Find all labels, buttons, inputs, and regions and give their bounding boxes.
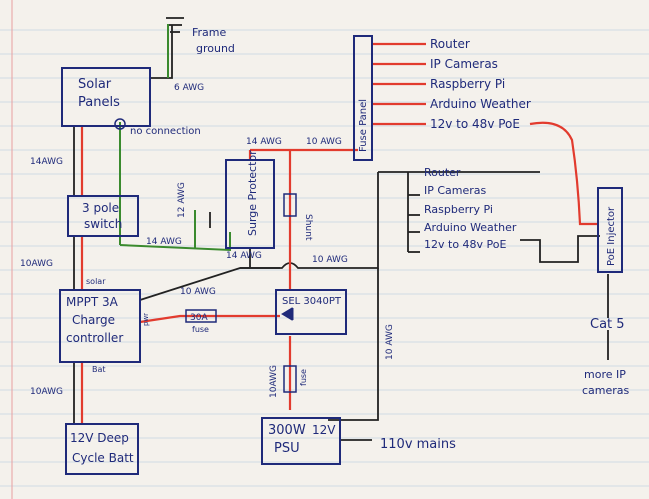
wire-label-14awg-top: 14 AWG [246, 137, 282, 147]
surge-protector-box [225, 159, 275, 249]
shunt-box [283, 193, 297, 217]
more-cameras-label: cameras [582, 384, 630, 397]
fuse-30a-label: fuse [192, 325, 209, 334]
wire-label-12awg: 12 AWG [177, 182, 187, 218]
poe-injector-box [597, 187, 623, 273]
battery-label: Cycle Batt [72, 451, 134, 465]
mains-label: 110v mains [380, 437, 456, 452]
bus-load-label: IP Cameras [424, 184, 487, 197]
surge-protector-label: Surge Protector [246, 150, 259, 236]
solar-panels-label: Panels [78, 95, 120, 110]
shunt-label: Shunt [303, 214, 313, 241]
no-connection-marker [114, 118, 126, 130]
diode-symbol [281, 307, 294, 321]
psu-label: 300W [268, 423, 306, 438]
fuse-load-label: IP Cameras [430, 57, 498, 71]
wire-label-14awg: 14AWG [30, 157, 63, 167]
psu-label: PSU [274, 441, 300, 456]
more-cameras-label: more IP [584, 368, 626, 381]
wires-green [119, 24, 231, 252]
wire-label-10awg-right: 10 AWG [312, 255, 348, 265]
wire-label-6awg: 6 AWG [174, 83, 204, 93]
frame-ground-label: ground [196, 42, 235, 55]
sel-box [275, 289, 347, 335]
mppt-label: Charge [72, 313, 115, 327]
frame-ground-label: Frame [192, 26, 227, 39]
battery-box [65, 423, 139, 475]
fuse-30a-label: 30A [190, 313, 208, 323]
mppt-label: MPPT 3A [66, 295, 119, 309]
wires-red [80, 42, 598, 424]
fuse-load-label: Router [430, 37, 470, 51]
mppt-bat-label: Bat [92, 365, 106, 374]
wire-label-10awg-bat: 10AWG [30, 387, 63, 397]
psu-voltage-label: 12V [312, 423, 336, 437]
psu-fuse-label: fuse [299, 369, 308, 386]
three-pole-switch-box [67, 195, 139, 237]
bus-load-label: Raspberry Pi [424, 203, 493, 216]
wire-label-14awg-surge: 14 AWG [226, 251, 262, 261]
bus-load-label: 12v to 48v PoE [424, 238, 507, 251]
fuse-load-label: Raspberry Pi [430, 77, 505, 91]
psu-box [261, 417, 341, 465]
bus-load-label: Arduino Weather [424, 221, 517, 234]
sel-label: SEL 3040PT [282, 296, 342, 307]
poe-injector-label: PoE Injector [606, 206, 617, 266]
fuse-30a-box [185, 309, 217, 323]
solar-panels-label: Solar [78, 77, 112, 92]
solar-panel-box [61, 67, 151, 127]
wire-label-10awg-left: 10AWG [20, 259, 53, 269]
switch-label: switch [84, 217, 122, 231]
wire-label-14awg-green: 14 AWG [146, 237, 182, 247]
wires-black [73, 17, 609, 441]
mppt-box [59, 289, 141, 363]
fuse-load-label: Arduino Weather [430, 97, 531, 111]
switch-label: 3 pole [82, 201, 119, 215]
wire-label-10awg-psu: 10AWG [269, 365, 279, 398]
mppt-label: controller [66, 331, 123, 345]
fuse-panel-box [353, 35, 373, 161]
cat5-label: Cat 5 [590, 317, 625, 332]
wire-label-10awg-top: 10 AWG [306, 137, 342, 147]
no-connection-label: no connection [130, 126, 201, 137]
wire-label-10awg-mppt: 10 AWG [180, 287, 216, 297]
wire-label-10awg-vert: 10 AWG [385, 324, 395, 360]
mppt-solar-label: solar [86, 277, 106, 286]
battery-label: 12V Deep [70, 431, 129, 445]
paper-rules [0, 29, 649, 487]
fuse-panel-label: Fuse Panel [358, 99, 369, 152]
mppt-pwr-label: pwr [142, 313, 150, 326]
fuse-load-label: 12v to 48v PoE [430, 117, 520, 131]
psu-fuse-box [283, 365, 297, 393]
bus-load-label: Router [424, 166, 461, 179]
